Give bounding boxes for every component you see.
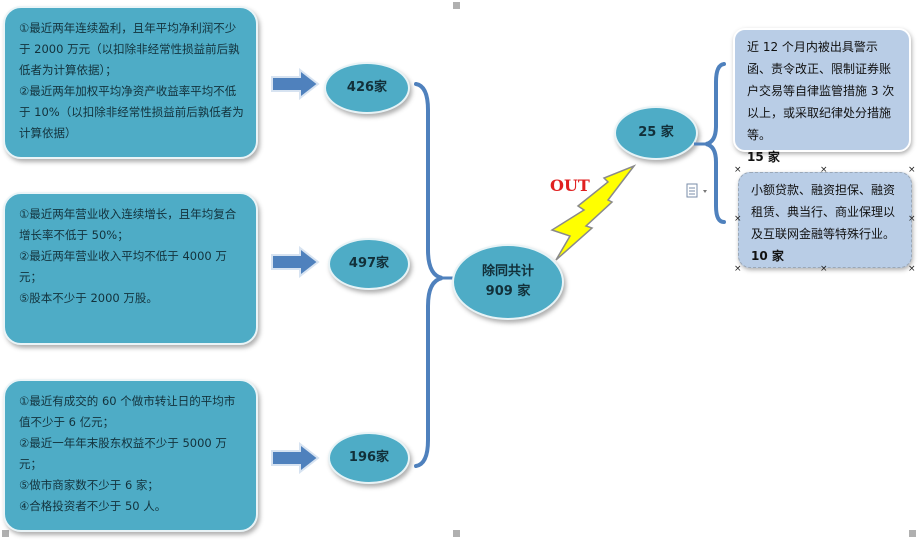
selection-corner-bottom-right (909, 530, 916, 537)
lightning-bolt-icon (550, 164, 637, 261)
count-oval-497[interactable]: 497家 (328, 238, 410, 290)
side-box-regulatory[interactable]: 近 12 个月内被出具警示函、责令改正、限制证券账户交易等自律监管措施 3 次以… (733, 28, 911, 164)
selection-handle[interactable]: × (734, 214, 742, 224)
right-arrow-icon (271, 442, 320, 474)
side-box-count: 10 家 (751, 249, 784, 263)
side-brace-connector (694, 62, 726, 224)
side-box-special-industry[interactable]: 小额贷款、融资担保、融资租赁、典当行、商业保理以及互联网金融等特殊行业。 10 … (738, 172, 912, 268)
selection-handle[interactable]: × (908, 264, 916, 274)
paste-options-icon[interactable] (685, 183, 711, 199)
side-box-text: 近 12 个月内被出具警示函、责令改正、限制证券账户交易等自律监管措施 3 次以… (747, 40, 895, 142)
selection-handle[interactable]: × (908, 214, 916, 224)
brace-connector (414, 82, 454, 468)
out-label: OUT (550, 176, 590, 195)
selection-handle[interactable]: × (820, 264, 828, 274)
selection-handle[interactable]: × (908, 165, 916, 175)
right-arrow-icon (271, 246, 320, 278)
criteria-line: ②最近一年年末股东权益不少于 5000 万元； (19, 436, 227, 471)
count-oval-426[interactable]: 426家 (324, 62, 410, 114)
criteria-line: ①最近两年营业收入连续增长，且年均复合增长率不低于 50%； (19, 207, 237, 242)
center-total-oval[interactable]: 除同共计 909 家 (452, 244, 564, 320)
selection-handle[interactable]: × (734, 165, 742, 175)
criteria-line: ⑤股本不少于 2000 万股。 (19, 291, 158, 305)
excluded-oval[interactable]: 25 家 (614, 106, 698, 160)
criteria-line: ④合格投资者不少于 50 人。 (19, 499, 167, 513)
criteria-box-revenue[interactable]: ①最近两年营业收入连续增长，且年均复合增长率不低于 50%； ②最近两年营业收入… (3, 192, 258, 345)
count-oval-196[interactable]: 196家 (328, 432, 410, 484)
side-box-text: 小额贷款、融资担保、融资租赁、典当行、商业保理以及互联网金融等特殊行业。 (751, 183, 896, 241)
selection-corner-top (453, 2, 460, 9)
criteria-line: ⑤做市商家数不少于 6 家； (19, 478, 159, 492)
criteria-box-market-value[interactable]: ①最近有成交的 60 个做市转让日的平均市值不少于 6 亿元； ②最近一年年末股… (3, 379, 258, 532)
center-total-label: 除同共计 (481, 264, 534, 279)
criteria-line: ②最近两年营业收入平均不低于 4000 万元； (19, 249, 227, 284)
selection-corner-bottom-left (2, 530, 9, 537)
criteria-line: ①最近两年连续盈利，且年平均净利润不少于 2000 万元（以扣除非经常性损益前后… (19, 21, 240, 77)
criteria-box-profit[interactable]: ①最近两年连续盈利，且年平均净利润不少于 2000 万元（以扣除非经常性损益前后… (3, 6, 258, 159)
criteria-line: ②最近两年加权平均净资产收益率平均不低于 10%（以扣除非经常性损益前后孰低者为… (19, 84, 244, 140)
right-arrow-icon (271, 68, 320, 100)
criteria-line: ①最近有成交的 60 个做市转让日的平均市值不少于 6 亿元； (19, 394, 236, 429)
selection-handle[interactable]: × (820, 165, 828, 175)
center-total-count: 909 家 (485, 284, 531, 299)
side-box-count: 15 家 (747, 150, 780, 164)
selection-corner-bottom-mid (453, 530, 460, 537)
selection-handle[interactable]: × (734, 264, 742, 274)
